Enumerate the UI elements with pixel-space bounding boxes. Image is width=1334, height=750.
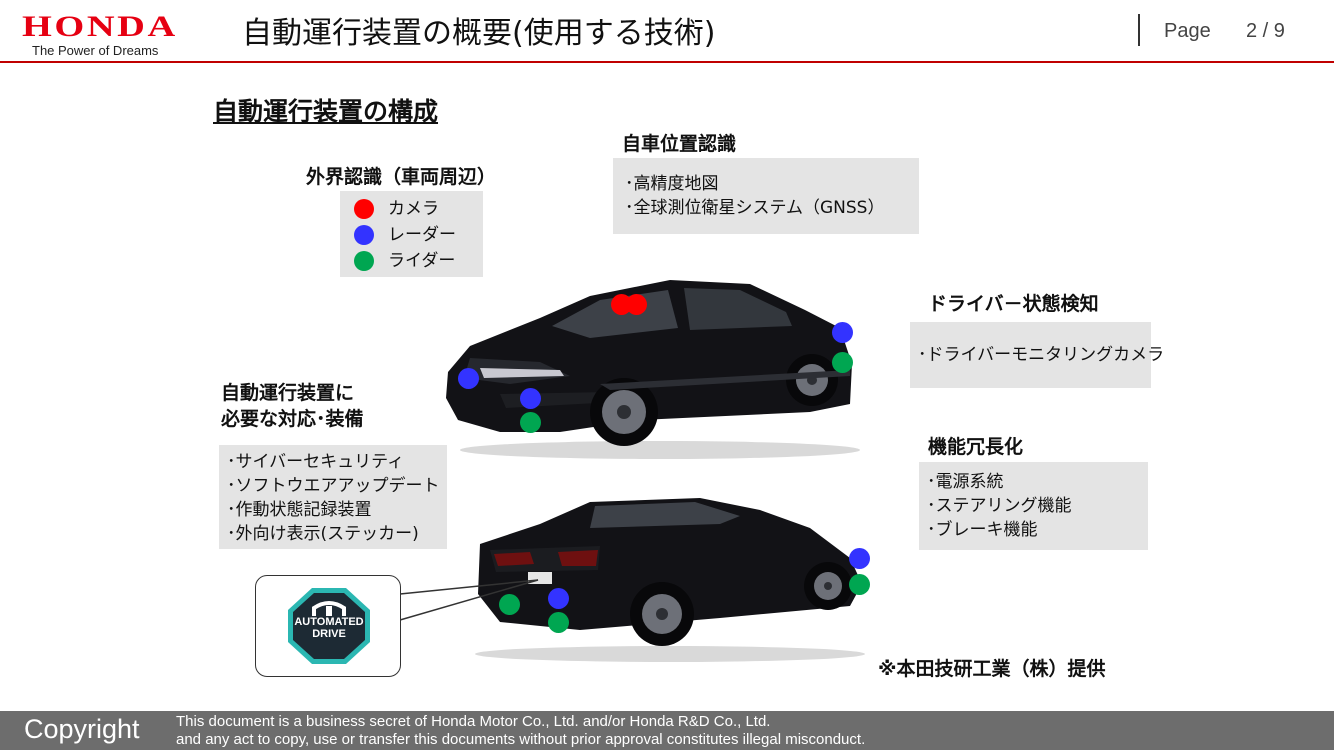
footer-notice-line2: and any act to copy, use or transfer thi… xyxy=(176,731,865,749)
required-equipment-item: ･サイバーセキュリティ xyxy=(227,450,447,474)
driver-monitoring-box: ･ドライバーモニタリングカメラ xyxy=(910,322,1151,388)
page-label: Page xyxy=(1164,20,1211,43)
rear-side-radar-marker-icon xyxy=(849,548,870,569)
front-lidar-marker-icon xyxy=(520,412,541,433)
required-equipment-box: ･サイバーセキュリティ ･ソフトウエアアップデート ･作動状態記録装置 ･外向け… xyxy=(219,445,447,549)
front-car-image xyxy=(440,272,870,464)
page-title: 自動運行装置の概要(使用する技術) xyxy=(242,14,715,54)
required-equipment-item: ･ソフトウエアアップデート xyxy=(227,474,447,498)
front-radar-marker-icon xyxy=(520,388,541,409)
external-recognition-label: 外界認識（車両周辺） xyxy=(306,162,496,189)
header-divider xyxy=(0,61,1334,63)
slide-footer: Copyright This document is a business se… xyxy=(0,711,1334,750)
self-position-label: 自車位置認識 xyxy=(622,129,736,156)
legend-text: カメラ xyxy=(388,197,439,221)
rear-radar-marker-icon xyxy=(548,588,569,609)
copyright-label: Copyright xyxy=(24,714,140,745)
required-equipment-label: 自動運行装置に 必要な対応･装備 xyxy=(221,380,364,432)
page-separator xyxy=(1138,14,1140,46)
required-equipment-item: ･外向け表示(ステッカー) xyxy=(227,522,447,546)
slide-header: HONDA The Power of Dreams 自動運行装置の概要(使用する… xyxy=(0,0,1334,64)
badge-line2: DRIVE xyxy=(256,628,402,640)
legend-item-radar: レーダー xyxy=(354,223,456,247)
radar-dot-icon xyxy=(354,225,374,245)
driver-monitoring-item: ･ドライバーモニタリングカメラ xyxy=(918,343,1151,367)
required-equipment-item: ･作動状態記録装置 xyxy=(227,498,447,522)
logo-word: HONDA xyxy=(22,12,260,42)
legend-text: レーダー xyxy=(388,223,456,247)
logo-tagline: The Power of Dreams xyxy=(22,43,208,58)
footer-notice-line1: This document is a business secret of Ho… xyxy=(176,713,865,731)
driver-monitoring-label: ドライバ－状態検知 xyxy=(928,289,1099,316)
legend-item-lidar: ライダー xyxy=(354,249,455,273)
rear-side-lidar-marker-icon xyxy=(849,574,870,595)
redundancy-box: ･電源系統 ･ステアリング機能 ･ブレーキ機能 xyxy=(919,462,1148,550)
redundancy-item: ･ステアリング機能 xyxy=(927,494,1148,518)
sensor-legend: カメラ レーダー ライダー xyxy=(340,191,483,277)
legend-item-camera: カメラ xyxy=(354,197,439,221)
section-title: 自動運行装置の構成 xyxy=(213,92,438,128)
self-position-item: ･全球測位衛星システム（GNSS） xyxy=(625,196,919,220)
front-corner-radar-marker-icon xyxy=(458,368,479,389)
badge-text: AUTOMATED DRIVE xyxy=(256,616,402,640)
automated-drive-badge-box: AUTOMATED DRIVE xyxy=(255,575,401,677)
side-radar-marker-icon xyxy=(832,322,853,343)
honda-logo: HONDA The Power of Dreams xyxy=(22,12,208,58)
lidar-dot-icon xyxy=(354,251,374,271)
required-equipment-label-line2: 必要な対応･装備 xyxy=(221,406,364,432)
page-number: 2 / 9 xyxy=(1246,20,1285,43)
redundancy-label: 機能冗長化 xyxy=(928,432,1023,459)
redundancy-item: ･電源系統 xyxy=(927,470,1148,494)
front-camera-marker-right-icon xyxy=(626,294,647,315)
legend-text: ライダー xyxy=(388,249,455,273)
rear-lidar-marker-right-icon xyxy=(548,612,569,633)
badge-line1: AUTOMATED xyxy=(256,616,402,628)
camera-dot-icon xyxy=(354,199,374,219)
image-credit: ※本田技研工業（株）提供 xyxy=(878,654,1105,681)
badge-callout-pointer xyxy=(398,578,548,624)
redundancy-item: ･ブレーキ機能 xyxy=(927,518,1148,542)
self-position-box: ･高精度地図 ･全球測位衛星システム（GNSS） xyxy=(613,158,919,234)
footer-notice: This document is a business secret of Ho… xyxy=(176,713,865,749)
required-equipment-label-line1: 自動運行装置に xyxy=(221,380,364,406)
side-lidar-marker-icon xyxy=(832,352,853,373)
self-position-item: ･高精度地図 xyxy=(625,172,919,196)
